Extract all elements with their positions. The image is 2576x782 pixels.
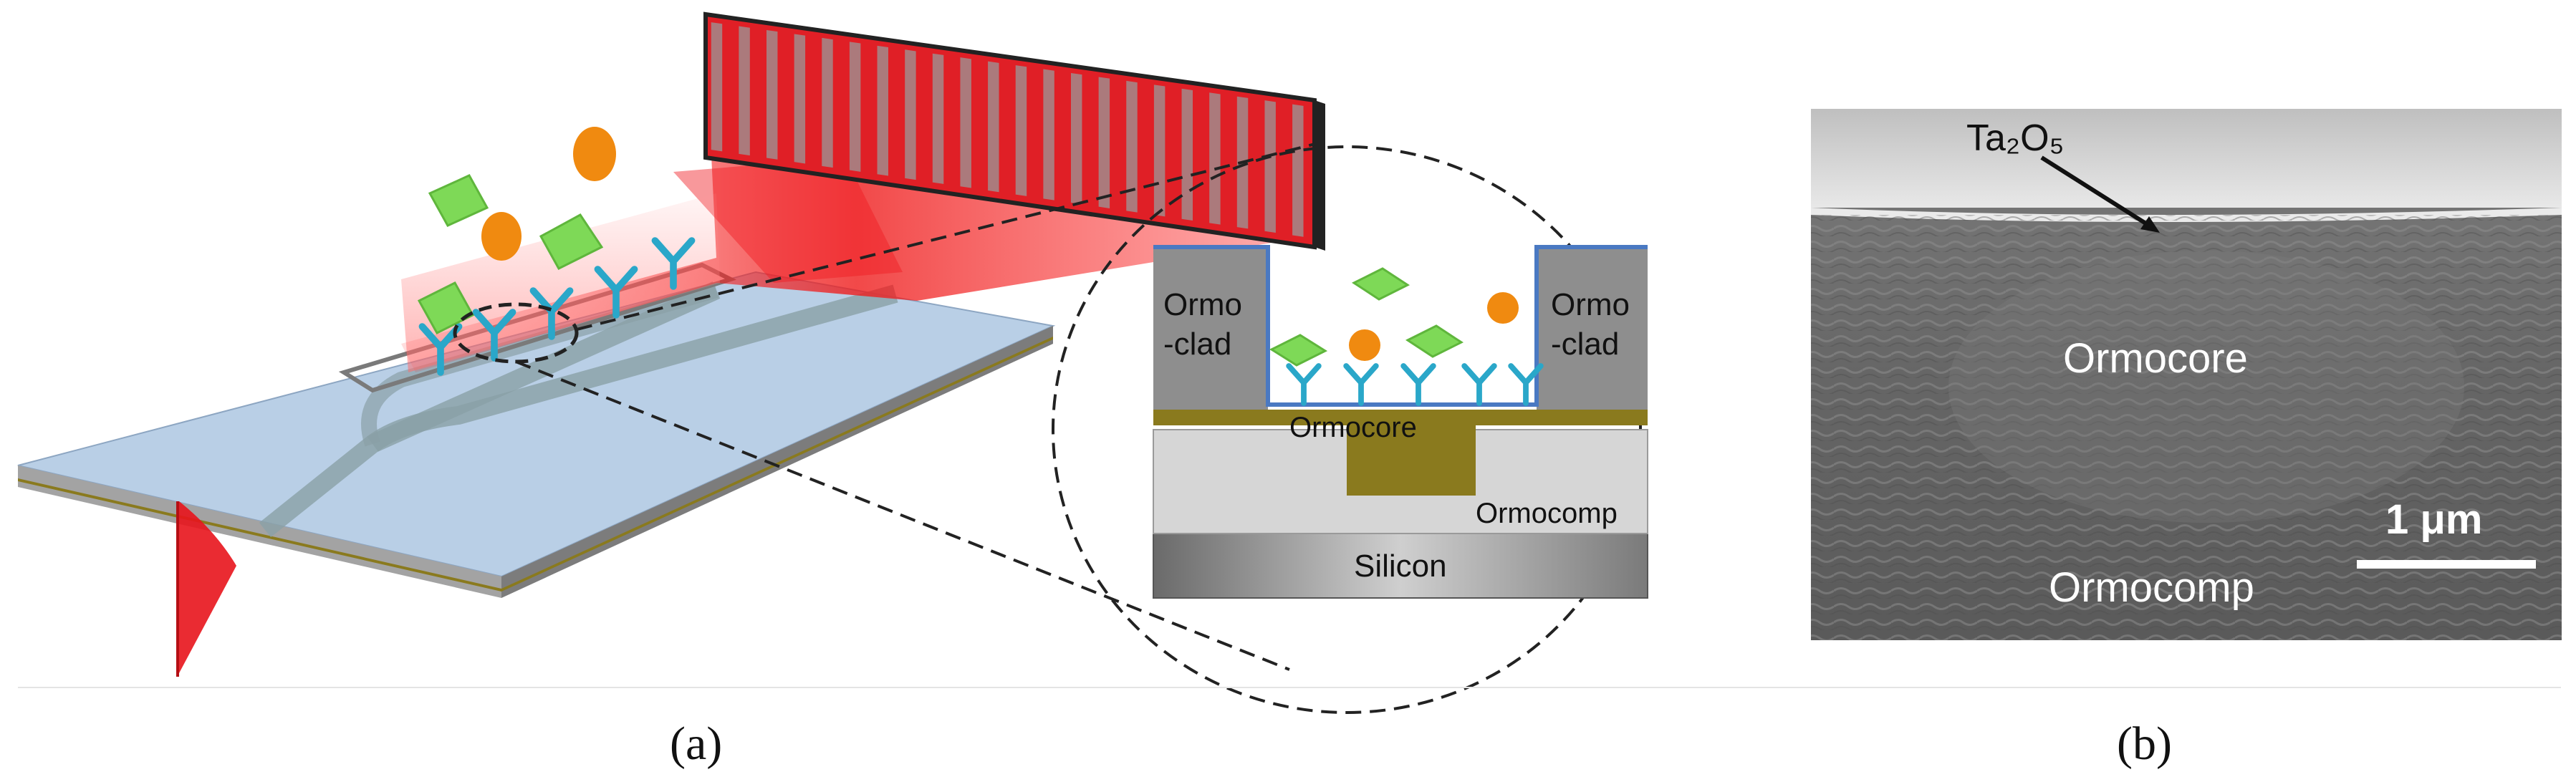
detector-pixel: [1181, 88, 1193, 221]
silicon-label: Silicon: [1354, 549, 1447, 584]
panel-b-sem-image: Ta₂O₅ Ormocore Ormocomp 1 μm (b): [1811, 109, 2562, 770]
evanescent-field-glow: [401, 193, 720, 372]
ormocore-ridge: [1347, 425, 1476, 496]
panel-a-caption: (a): [670, 718, 722, 770]
antibody-icon: [1286, 363, 1322, 406]
antigen-diamond: [428, 174, 489, 227]
detector-pixel: [794, 34, 806, 164]
ta2o5-arrow-head: [2140, 216, 2160, 233]
left-cladding: [1153, 247, 1268, 410]
ormocore-sem-label: Ormocore: [2063, 335, 2248, 382]
waveguide-chip: [17, 262, 1056, 598]
antibody-icon: [1508, 363, 1544, 406]
antibody-icon: [472, 309, 516, 362]
antibody-icon: [651, 237, 696, 290]
silicon-layer: [1153, 533, 1648, 599]
detector-pixel: [1071, 73, 1082, 205]
antigen-diamond: [417, 281, 475, 334]
detector-pixel: [988, 61, 999, 193]
waveguide-cross-section: Ormo -clad Ormo -clad Ormocore Ormocomp …: [1153, 245, 1648, 599]
right-cladding: [1537, 247, 1648, 410]
detector-pixel: [1153, 85, 1166, 217]
antibody-icon: [1400, 363, 1436, 406]
ta2o5-label: Ta₂O₅: [1966, 117, 2065, 159]
detector-pixel: [1098, 77, 1110, 208]
detector-pixel: [877, 45, 888, 176]
detector-pixel: [1209, 92, 1221, 225]
detector-pixel: [711, 22, 723, 152]
antigen-diamond: [1405, 324, 1464, 358]
detector-pixel: [905, 49, 916, 180]
zoom-connector-lower: [515, 360, 1290, 671]
detector-pixel: [822, 37, 833, 168]
detector-pixel: [1292, 104, 1304, 237]
analyte-molecules: [417, 127, 616, 334]
sem-core-region: [1948, 251, 2464, 523]
antigen-diamond: [539, 213, 604, 270]
left-clad-label-line1: Ormo: [1163, 287, 1242, 322]
ta2o5-arrow: [2040, 155, 2154, 230]
tantalum-film: [1153, 410, 1648, 425]
sem-top-layer: [1811, 109, 2562, 208]
input-laser-beam: [179, 501, 236, 673]
detector-pixel: [960, 57, 971, 188]
detector-pixel: [1126, 80, 1138, 213]
antibodies: [418, 237, 696, 376]
ormocomp-sem-label: Ormocomp: [2049, 564, 2254, 611]
antigen-diamond: [1269, 334, 1328, 367]
particle-circle: [1487, 292, 1519, 324]
particle-circle: [1349, 329, 1380, 361]
ormocomp-label: Ormocomp: [1476, 498, 1618, 529]
channel-antibodies: [1286, 363, 1544, 406]
zoom-connector-upper: [576, 142, 1319, 331]
detector-pixel: [849, 42, 861, 172]
right-clad-label-line2: -clad: [1551, 327, 1619, 362]
right-clad-label-line1: Ormo: [1551, 287, 1630, 322]
scale-bar: [2357, 560, 2536, 569]
antibody-icon: [1343, 363, 1379, 406]
detector-pixel: [1015, 65, 1027, 196]
sem-texture: [1811, 215, 2562, 640]
particle-circle: [573, 127, 616, 181]
ormocore-label: Ormocore: [1289, 412, 1417, 443]
antibody-icon: [594, 266, 638, 319]
detector-pixel: [932, 53, 944, 184]
panel-a-illustration: Ormo -clad Ormo -clad Ormocore Ormocomp …: [17, 11, 2561, 770]
detector-pixel: [739, 26, 750, 156]
antibody-icon: [1461, 363, 1497, 406]
particle-circle: [481, 212, 522, 261]
detector-pixel: [766, 30, 778, 160]
detector-array: [703, 11, 1325, 251]
sensing-channel-outline: [1153, 245, 1648, 407]
left-clad-label-line2: -clad: [1163, 327, 1231, 362]
detector-pixel: [1264, 100, 1276, 233]
scale-bar-label: 1 μm: [2385, 496, 2482, 543]
detector-pixel: [1043, 69, 1054, 201]
antigen-diamond: [1351, 267, 1410, 301]
panel-b-caption: (b): [2117, 718, 2172, 770]
